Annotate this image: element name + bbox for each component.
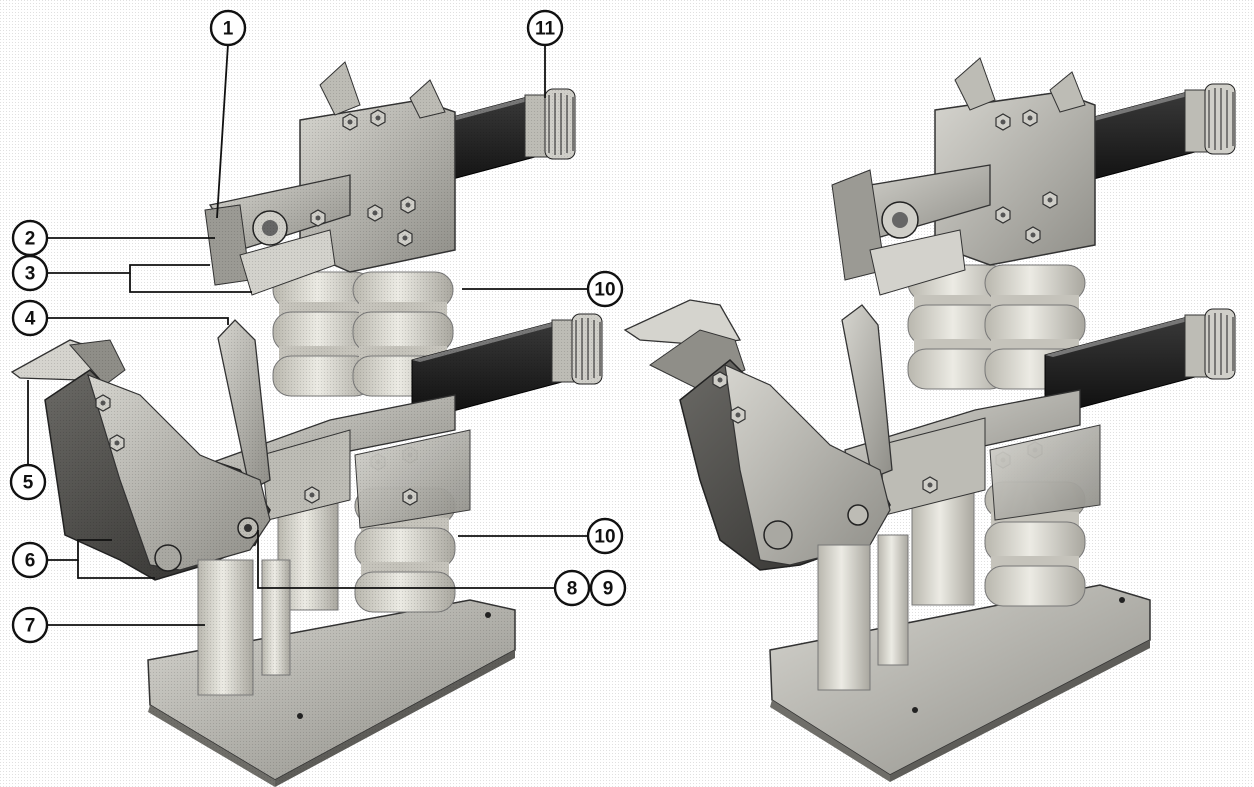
- front-post: [197, 559, 254, 696]
- svg-text:5: 5: [23, 473, 34, 494]
- callout-8: 8: [553, 569, 591, 607]
- svg-text:2: 2: [25, 229, 36, 250]
- callout-11: 11: [526, 9, 564, 47]
- callout-10-lower: 10: [586, 517, 624, 555]
- svg-text:8: 8: [567, 579, 578, 600]
- svg-text:7: 7: [25, 616, 36, 637]
- svg-text:10: 10: [594, 527, 615, 548]
- callout-1: 1: [209, 9, 247, 47]
- callout-5: 5: [9, 463, 47, 501]
- right-cam-plate: [679, 358, 891, 571]
- svg-text:10: 10: [594, 280, 615, 301]
- callout-2: 2: [11, 219, 49, 257]
- rear-rod: [261, 559, 291, 676]
- right-view: [623, 57, 1236, 782]
- callout-9: 9: [589, 569, 627, 607]
- right-upper-contact-arm: [831, 164, 991, 296]
- callout-6: 6: [11, 541, 49, 579]
- svg-text:1: 1: [223, 19, 234, 40]
- svg-text:6: 6: [25, 551, 36, 572]
- callout-7: 7: [11, 606, 49, 644]
- svg-text:4: 4: [25, 309, 36, 330]
- right-lever-blade: [841, 304, 893, 479]
- svg-text:11: 11: [535, 19, 556, 40]
- callout-leaders: [27, 43, 588, 626]
- callout-4: 4: [11, 299, 49, 337]
- operating-handle: [10, 339, 126, 386]
- right-upper-bracket: [934, 57, 1096, 266]
- callout-10-upper: 10: [586, 270, 624, 308]
- svg-text:9: 9: [603, 579, 614, 600]
- svg-text:3: 3: [25, 264, 36, 285]
- callout-3: 3: [11, 254, 49, 292]
